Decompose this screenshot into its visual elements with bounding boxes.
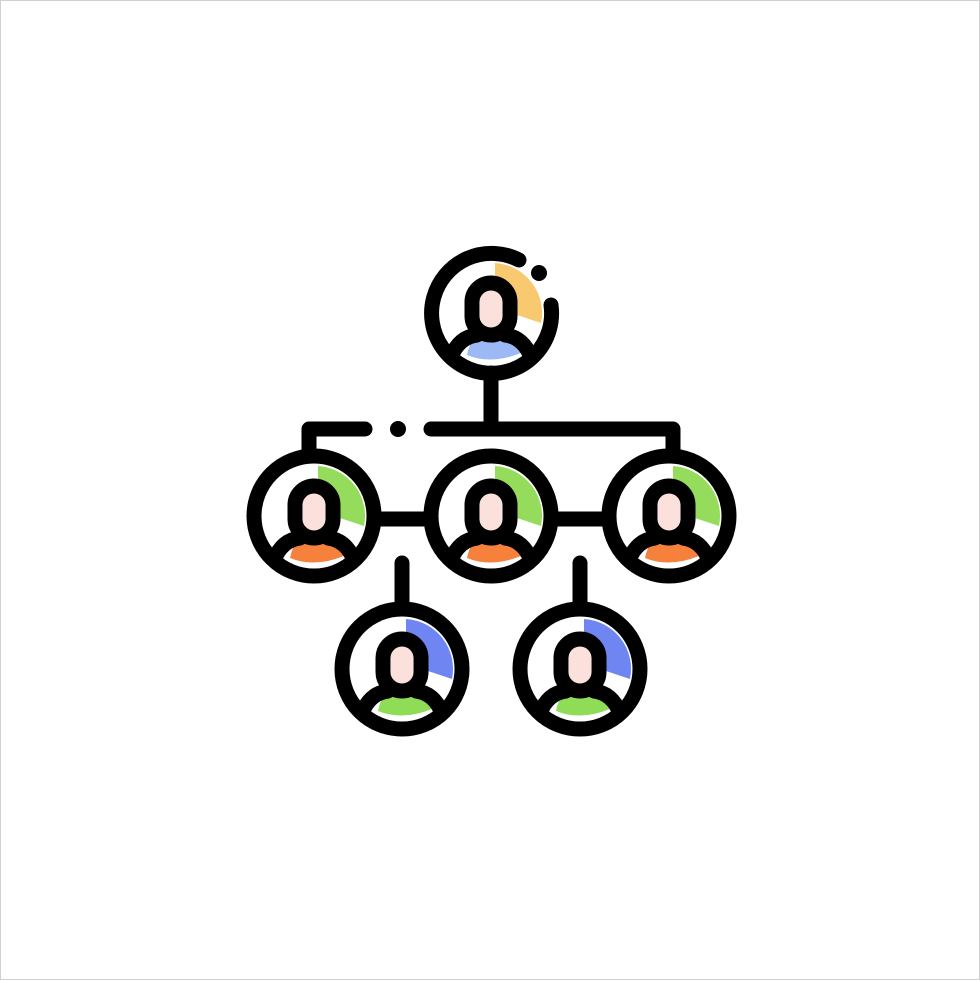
- person-head-fill: [480, 290, 502, 328]
- person-head-fill: [480, 493, 502, 531]
- person-shoulder-left: [621, 530, 663, 568]
- person-head-outline: [464, 478, 518, 546]
- person-head-fill: [391, 646, 413, 684]
- node-accent-fill: [673, 466, 721, 526]
- person-node-bottom-left: [334, 601, 470, 737]
- node-ring: [424, 245, 560, 381]
- node-ring: [246, 448, 382, 584]
- person-head-outline: [287, 478, 341, 546]
- person-node-mid-left: [246, 448, 382, 584]
- person-shoulder-left: [354, 683, 396, 721]
- person-node-mid-center: [423, 448, 559, 584]
- person-shoulder-right: [497, 530, 539, 568]
- person-node-bottom-right: [512, 601, 648, 737]
- connector-dot: [390, 421, 406, 437]
- node-accent-fill: [495, 263, 543, 323]
- person-shoulder-left: [266, 530, 308, 568]
- person-node-mid-right: [601, 448, 737, 584]
- connector-left-branch: [301, 421, 373, 464]
- person-shoulder-right: [320, 530, 362, 568]
- person-head-outline: [642, 478, 696, 546]
- node-accent-fill: [584, 619, 632, 679]
- person-shoulder-right: [675, 530, 717, 568]
- node-ring: [423, 448, 559, 584]
- person-shoulder-left: [443, 327, 485, 365]
- person-head-fill: [303, 493, 325, 531]
- person-shoulder-right: [497, 327, 539, 365]
- person-shoulder-right: [408, 683, 450, 721]
- person-head-outline: [464, 275, 518, 343]
- node-ring: [512, 601, 648, 737]
- node-ring: [601, 448, 737, 584]
- node-ring: [334, 601, 470, 737]
- node-accent-fill: [318, 466, 366, 526]
- person-head-outline: [375, 631, 429, 699]
- person-head-fill: [658, 493, 680, 531]
- person-node-top: [424, 245, 560, 381]
- node-accent-fill: [495, 466, 543, 526]
- connector-right-branch: [423, 421, 681, 464]
- node-accent-fill: [406, 619, 454, 679]
- person-shoulder-left: [532, 683, 574, 721]
- connector-lines: [301, 365, 681, 617]
- person-shoulder-left: [443, 530, 485, 568]
- person-nodes: [246, 245, 737, 737]
- person-head-fill: [569, 646, 591, 684]
- person-head-outline: [553, 631, 607, 699]
- node-ring-dot: [531, 265, 547, 281]
- person-shoulder-right: [586, 683, 628, 721]
